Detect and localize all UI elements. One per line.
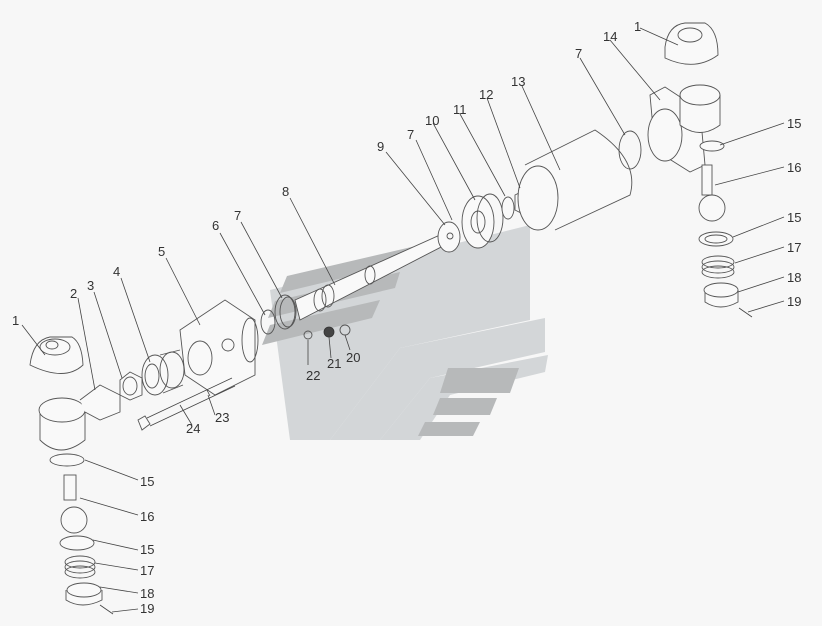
callout-12: 12: [479, 87, 493, 102]
callout-14: 14: [603, 29, 617, 44]
callout-17-a: 17: [787, 240, 801, 255]
callout-18-a: 18: [787, 270, 801, 285]
part-16-ball-pin-left: [60, 474, 88, 534]
callout-18-b: 18: [140, 586, 154, 601]
callout-22: 22: [306, 368, 320, 383]
callout-5: 5: [158, 244, 165, 259]
part-5-valve-body: [179, 299, 259, 396]
part-15-ring-right-upper: [699, 140, 725, 152]
callout-1-left: 1: [12, 313, 19, 328]
callout-23: 23: [215, 410, 229, 425]
callout-7-a: 7: [234, 208, 241, 223]
part-1-cap-right: [664, 22, 719, 65]
part-17-spring-right: [701, 255, 735, 279]
callout-8: 8: [282, 184, 289, 199]
part-11-washer: [501, 196, 515, 220]
part-19-pin-right: [738, 307, 753, 318]
callout-7-c: 7: [575, 46, 582, 61]
callout-24: 24: [186, 421, 200, 436]
part-18-cup-left: [65, 582, 103, 606]
callout-9: 9: [377, 139, 384, 154]
callout-10: 10: [425, 113, 439, 128]
part-15-ring-left-upper: [49, 453, 85, 467]
part-22-ball: [303, 330, 313, 340]
part-6-o-ring: [260, 309, 276, 335]
leader-lines: [21, 27, 785, 613]
part-21-seal: [323, 326, 335, 338]
callout-1-right: 1: [634, 19, 641, 34]
callout-4: 4: [113, 264, 120, 279]
callout-15-b: 15: [787, 210, 801, 225]
part-1-cap-left: [29, 336, 84, 374]
part-23-washer: [206, 389, 211, 397]
part-15-ring-right-lower: [698, 231, 734, 247]
callout-17-b: 17: [140, 563, 154, 578]
part-15-ring-left-lower: [59, 535, 95, 551]
part-2-elbow-housing: [38, 384, 121, 451]
callout-16-a: 16: [787, 160, 801, 175]
callout-16-b: 16: [140, 509, 154, 524]
part-7-o-ring-c: [618, 130, 642, 170]
part-14-flange-housing: [647, 84, 721, 173]
callout-3: 3: [87, 278, 94, 293]
callout-21: 21: [327, 356, 341, 371]
callout-6: 6: [212, 218, 219, 233]
callout-labels: 1 2 3 4 5 6 7 8 9 7 10 11 12 13 7 14 1 1…: [12, 19, 801, 616]
callout-15-c: 15: [140, 474, 154, 489]
part-9-washer: [437, 221, 461, 253]
callout-7-b: 7: [407, 127, 414, 142]
part-16-ball-pin-right: [698, 164, 726, 222]
callout-2: 2: [70, 286, 77, 301]
part-24-bolt: [137, 377, 236, 431]
callout-15-d: 15: [140, 542, 154, 557]
callout-11: 11: [453, 102, 467, 117]
part-19-pin-left: [99, 604, 114, 615]
part-3-nut: [119, 371, 143, 401]
callout-19-b: 19: [140, 601, 154, 616]
callout-19-a: 19: [787, 294, 801, 309]
callout-20: 20: [346, 350, 360, 365]
part-10-piston: [461, 193, 504, 249]
callout-15-a: 15: [787, 116, 801, 131]
part-13-cylinder: [517, 129, 633, 231]
callout-13: 13: [511, 74, 525, 89]
part-7-o-ring-a: [274, 294, 297, 330]
part-17-spring-left: [64, 555, 96, 579]
part-18-cup-right: [703, 282, 739, 308]
